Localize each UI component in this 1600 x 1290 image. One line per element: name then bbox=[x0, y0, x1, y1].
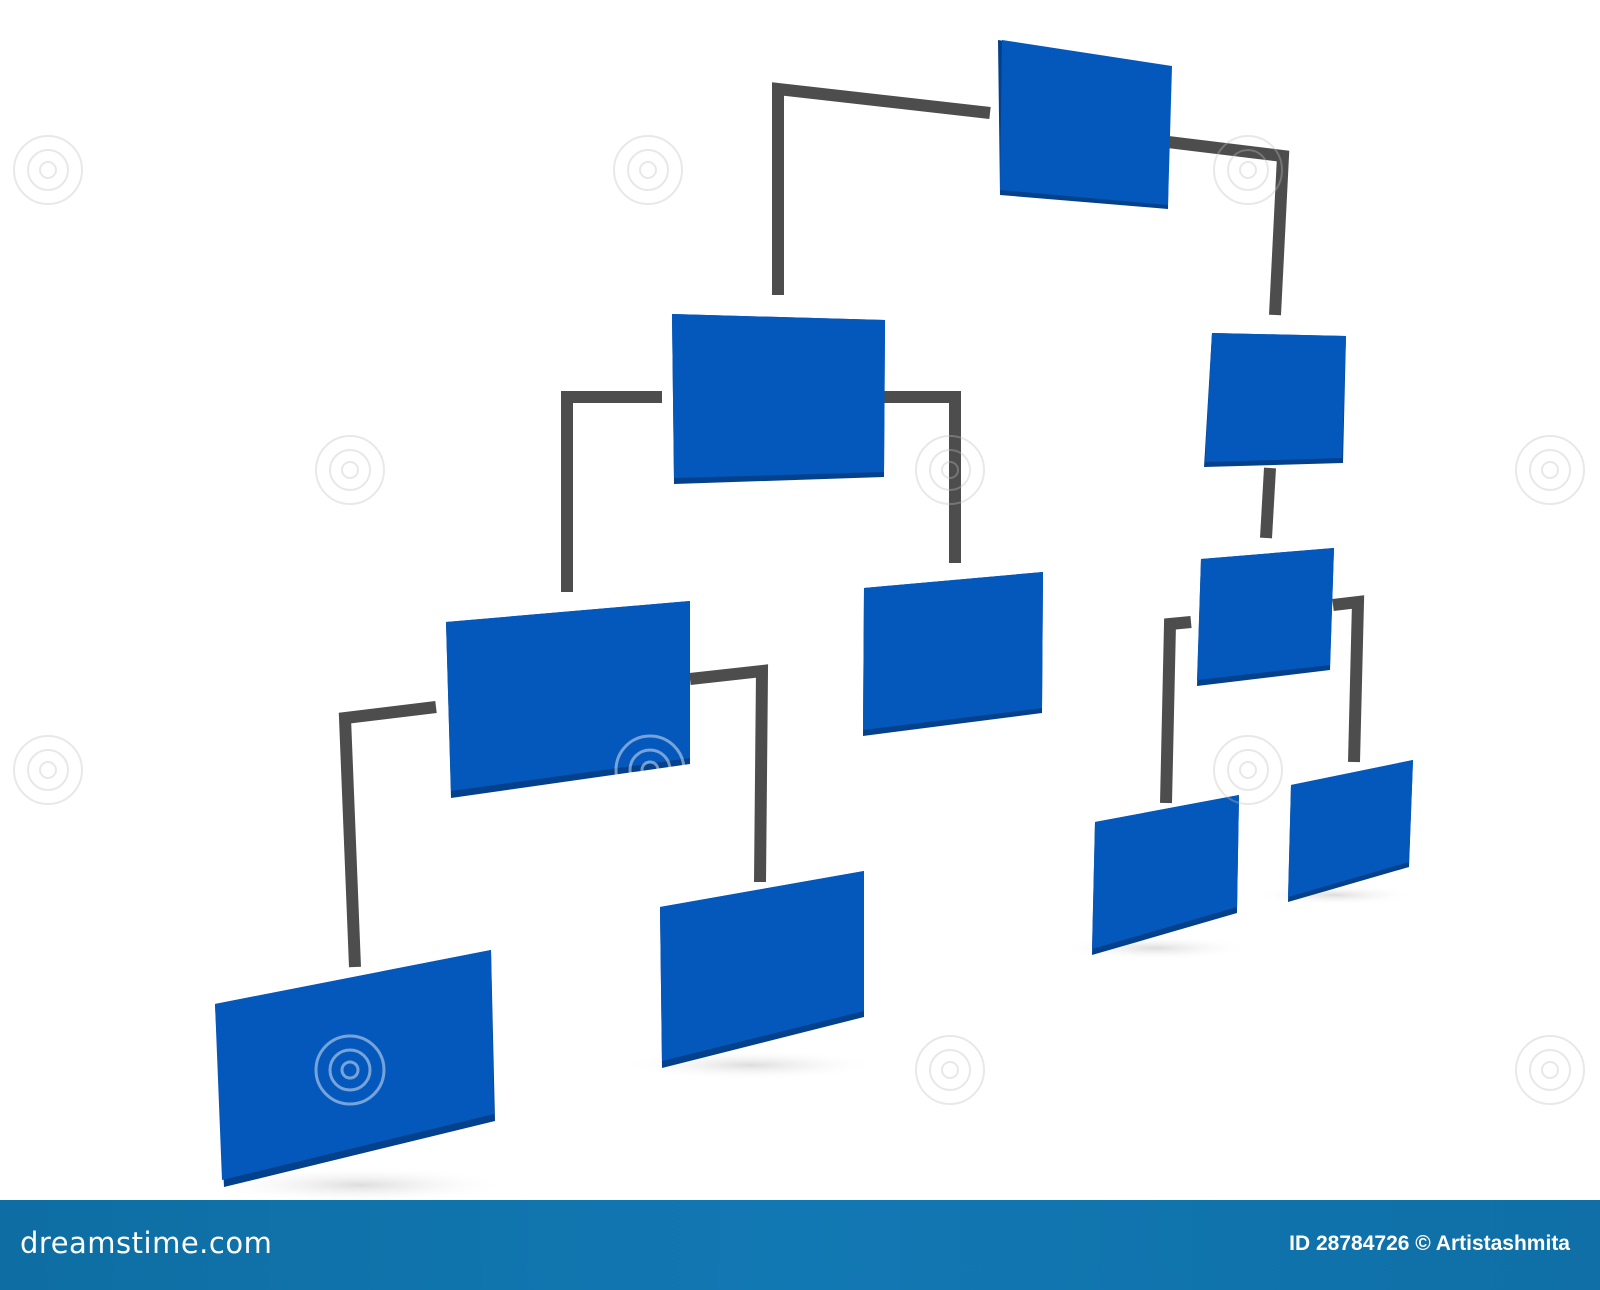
connector-l2-left-a bbox=[561, 391, 662, 592]
connector-root-left bbox=[772, 82, 991, 295]
connectors bbox=[338, 82, 1365, 968]
connector-l2-left-b bbox=[884, 391, 961, 563]
connector-l3-a bbox=[338, 701, 437, 968]
connector-l2-right bbox=[1260, 467, 1276, 539]
org-node-level2-left bbox=[672, 314, 885, 484]
connector-l3-b bbox=[689, 664, 769, 883]
connector-root-right bbox=[1167, 136, 1290, 316]
org-node-level3-left bbox=[446, 601, 690, 798]
connector-l3-right-b bbox=[1332, 595, 1365, 763]
org-chart-diagram bbox=[13, 40, 1585, 1200]
org-node-level4-b bbox=[660, 871, 864, 1068]
connector-l3-right-a bbox=[1160, 616, 1192, 804]
org-node-root bbox=[998, 40, 1172, 209]
org-node-level3-right bbox=[1197, 548, 1334, 686]
org-node-level4-d bbox=[1288, 760, 1413, 902]
image-credit: ID 28784726 © Artistashmita bbox=[1289, 1232, 1570, 1255]
brand-logo-text[interactable]: dreamstime.com bbox=[20, 1226, 273, 1260]
org-chart-svg bbox=[13, 40, 1585, 1200]
org-node-level4-c bbox=[1092, 795, 1239, 955]
org-node-level3-middle bbox=[863, 572, 1043, 736]
spiral-watermark-on-node bbox=[314, 734, 686, 1106]
org-node-level4-a bbox=[215, 950, 495, 1187]
spiral-watermark-icon bbox=[13, 135, 1585, 1105]
footer-bar: dreamstime.com ID 28784726 © Artistashmi… bbox=[0, 1200, 1600, 1290]
org-nodes bbox=[215, 40, 1413, 1187]
org-node-level2-right bbox=[1204, 333, 1346, 467]
